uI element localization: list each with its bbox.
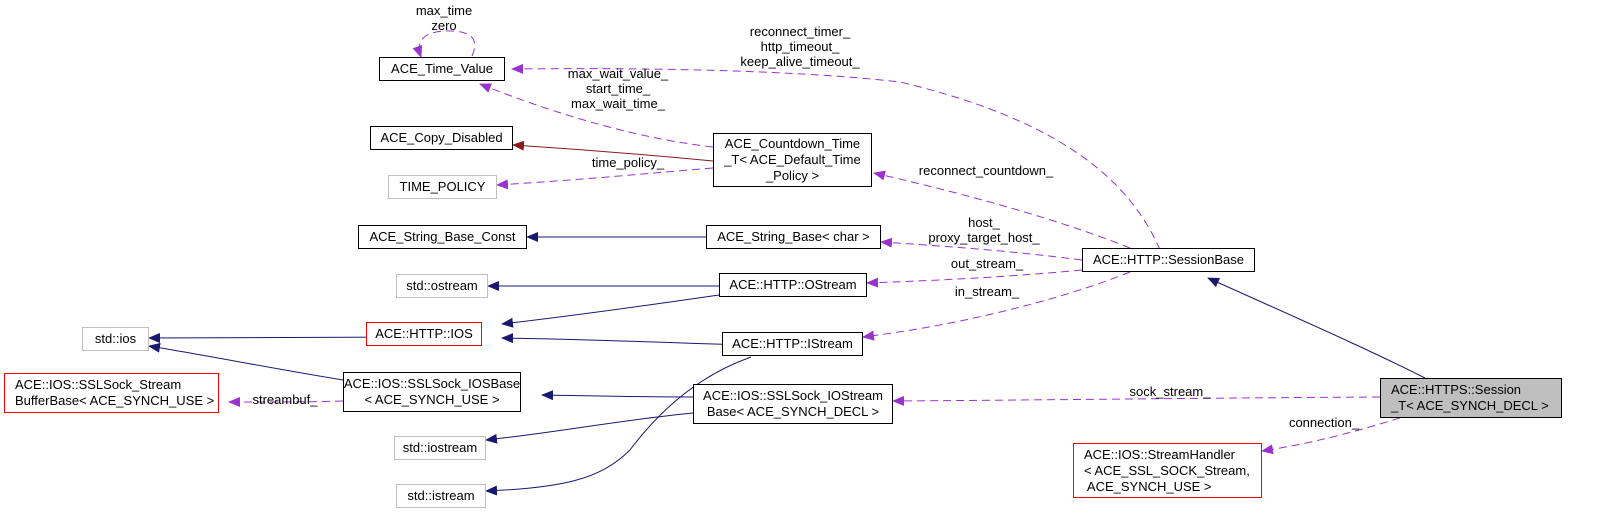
node-ace-string-base-char[interactable]: ACE_String_Base< char > [706, 225, 881, 249]
edge-out-stream [866, 269, 1083, 288]
node-ace-countdown-time[interactable]: ACE_Countdown_Time _T< ACE_Default_Time … [713, 133, 872, 187]
label-in-stream: in_stream_ [954, 284, 1020, 299]
edge-session-time-value [511, 63, 1161, 251]
edge-self-time-value [412, 30, 476, 58]
node-ace-time-value[interactable]: ACE_Time_Value [379, 57, 505, 81]
node-std-istream[interactable]: std::istream [396, 484, 486, 508]
label-out-stream: out_stream_ [950, 256, 1024, 271]
label-host: host_ proxy_target_host_ [928, 215, 1040, 245]
node-http-session-base[interactable]: ACE::HTTP::SessionBase [1082, 248, 1255, 272]
edge-streambuf [228, 396, 344, 407]
edge-reconnect-countdown [873, 170, 1131, 249]
label-reconnect-countdown: reconnect_countdown_ [918, 163, 1054, 178]
label-streambuf: streambuf_ [252, 392, 318, 407]
label-sock-stream: sock_stream_ [1129, 384, 1211, 399]
node-time-policy[interactable]: TIME_POLICY [388, 175, 497, 199]
edge-iostream-base-iosbase [541, 390, 694, 401]
node-sslsock-streambuffer-base[interactable]: ACE::IOS::SSLSock_Stream BufferBase< ACE… [4, 373, 219, 413]
node-sslsock-iostream-base[interactable]: ACE::IOS::SSLSock_IOStream Base< ACE_SYN… [693, 384, 893, 424]
node-std-iostream[interactable]: std::iostream [394, 436, 486, 460]
edge-connection [1261, 417, 1401, 455]
label-self-time-value: max_time zero [415, 3, 473, 33]
edge-iosbase-ios [148, 342, 344, 381]
edge-countdown-time-value [479, 83, 714, 148]
label-connection: connection_ [1288, 415, 1360, 430]
node-http-ios[interactable]: ACE::HTTP::IOS [366, 322, 482, 346]
node-std-ostream[interactable]: std::ostream [396, 274, 488, 298]
edge-iostream-base-iostream [485, 412, 694, 444]
edge-sock-stream [892, 395, 1381, 406]
label-session-time-value: reconnect_timer_ http_timeout_ keep_aliv… [740, 24, 860, 69]
edge-ostream-ios [501, 294, 720, 328]
edge-copy-disabled [512, 140, 714, 162]
edge-in-stream [862, 271, 1131, 341]
edge-https-session-base [1207, 277, 1426, 379]
label-time-policy: time_policy_ [591, 155, 665, 170]
label-countdown-time-value: max_wait_value_ start_time_ max_wait_tim… [567, 66, 669, 111]
edge-istream-ios [501, 333, 743, 346]
node-std-ios[interactable]: std::ios [82, 327, 149, 351]
edge-time-policy [496, 167, 714, 190]
node-http-istream[interactable]: ACE::HTTP::IStream [722, 332, 863, 356]
node-ace-copy-disabled[interactable]: ACE_Copy_Disabled [370, 126, 513, 150]
node-http-ostream[interactable]: ACE::HTTP::OStream [719, 273, 867, 297]
node-iostream-handler[interactable]: ACE::IOS::StreamHandler < ACE_SSL_SOCK_S… [1073, 443, 1262, 498]
edge-istream-curve [485, 356, 752, 496]
node-sslsock-iosbase[interactable]: ACE::IOS::SSLSock_IOSBase < ACE_SYNCH_US… [343, 372, 521, 412]
node-ace-string-base-const[interactable]: ACE_String_Base_Const [358, 225, 527, 249]
edge-http-ios-ios [148, 332, 401, 343]
node-https-session-t[interactable]: ACE::HTTPS::Session _T< ACE_SYNCH_DECL > [1380, 378, 1562, 418]
edge-host [880, 237, 1083, 261]
